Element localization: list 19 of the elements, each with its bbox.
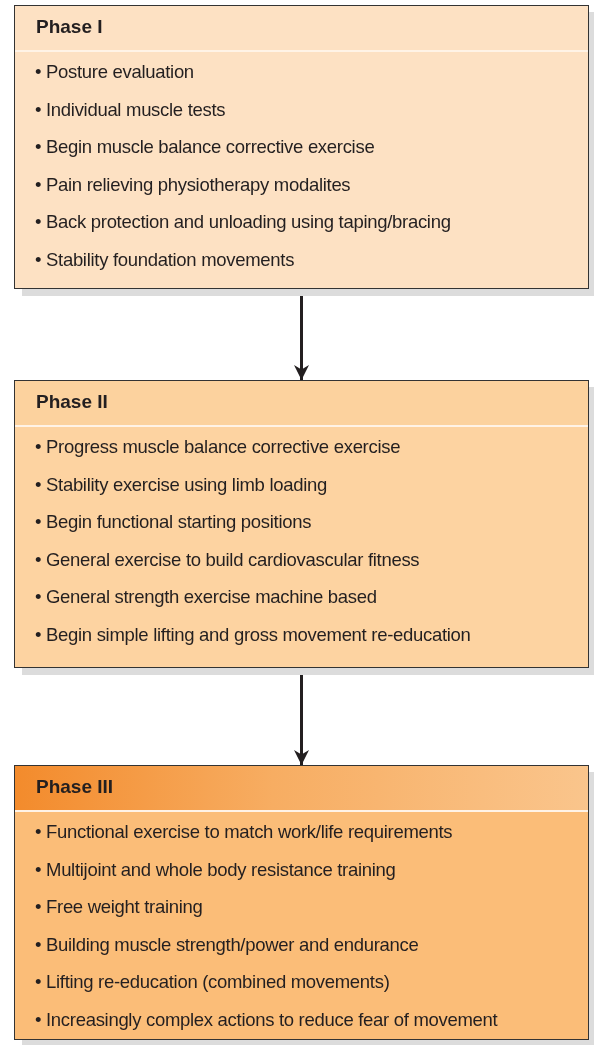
bullet-item: • Stability exercise using limb loading xyxy=(34,472,328,497)
bullet-item: • Stability foundation movements xyxy=(34,247,296,272)
bullet-item: • General strength exercise machine based xyxy=(34,585,378,610)
bullet-item: • Back protection and unloading using taping/bracing xyxy=(34,210,452,235)
bullet-item: • Begin simple lifting and gross movement re-education xyxy=(34,622,472,647)
bullet-item: • Posture evaluation xyxy=(34,60,195,84)
bullet-item: • Pain relieving physiotherapy modalites xyxy=(34,172,352,197)
bullet-item: • Begin muscle balance corrective exercise xyxy=(34,135,376,160)
bullet-item: • Begin functional starting positions xyxy=(34,510,313,535)
bullet-item: • Increasingly complex actions to reduce fear of movement xyxy=(34,1007,499,1032)
bullet-item: • Lifting re-education (combined movements) xyxy=(34,970,391,995)
bullet-item: • Building muscle strength/power and endurance xyxy=(34,932,420,957)
bullet-item: • Multijoint and whole body resistance training xyxy=(34,857,397,882)
bullet-item: • Individual muscle tests xyxy=(34,97,227,122)
bullet-item: • Free weight training xyxy=(34,895,204,920)
phase-heading: Phase III xyxy=(15,766,588,812)
bullet-item: • General exercise to build cardiovascular fitness xyxy=(34,547,421,572)
bullet-item: • Progress muscle balance corrective exercise xyxy=(34,435,402,459)
bullet-item: • Functional exercise to match work/life requirements xyxy=(34,820,454,844)
